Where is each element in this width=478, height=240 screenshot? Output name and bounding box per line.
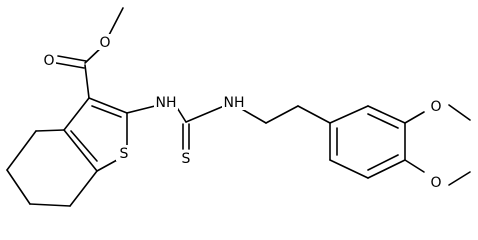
bond-c4-c5 — [6, 130, 37, 171]
atom-o-para: O — [430, 175, 441, 191]
bond-c7-c7a — [69, 170, 98, 207]
bond-c3-c2 — [88, 97, 128, 114]
bond-ar4-o — [404, 159, 425, 173]
bonds — [6, 7, 471, 207]
bond-ar-4-5-inner — [367, 154, 399, 171]
bond-ar-2-3-inner — [367, 113, 399, 129]
bond-ar-4-5 — [367, 159, 406, 179]
bond-c-thio-nh — [185, 105, 225, 123]
bond-o-methyl-meta — [448, 104, 471, 121]
bond-ar-1-2 — [329, 105, 369, 124]
bond-nh-ch2 — [239, 107, 267, 124]
atom-nh-left: NH — [156, 95, 177, 111]
bond-methyl-o — [107, 7, 124, 38]
bond-ch2-ring — [297, 105, 331, 124]
atom-s-thione: S — [182, 151, 191, 167]
bond-carbonyl-c3 — [84, 64, 90, 99]
bond-c2-nh — [126, 105, 156, 114]
atom-s-ring: S — [120, 146, 129, 162]
bond-c6-c7 — [29, 203, 71, 207]
bond-ar-2-3 — [367, 105, 406, 124]
bond-c5-c6 — [6, 169, 31, 205]
bond-carbonyl-double-b — [55, 62, 85, 69]
bond-carbonyl-double-a — [57, 55, 87, 62]
bond-c3a-c4 — [35, 129, 65, 132]
atom-o-meta: O — [430, 99, 441, 115]
atom-o-ether: O — [99, 35, 110, 51]
atom-o-carbonyl: O — [43, 53, 54, 69]
atom-nh-right: NH — [224, 95, 245, 111]
molecule-drawing: O O NH NH S S O O — [6, 7, 471, 207]
bond-o-methyl-para — [448, 171, 471, 186]
bond-ch2-ch2 — [265, 105, 299, 124]
bond-c3-c2-inner — [91, 105, 122, 118]
structure-canvas: O O NH NH S S O O — [6, 7, 471, 207]
bond-c3-c3a — [63, 97, 90, 131]
bond-s-c7a — [96, 159, 118, 172]
bond-c7a-c3a-inner — [70, 130, 98, 162]
bond-ar-5-6 — [329, 159, 369, 179]
atom-labels: O O NH NH S S O O — [40, 34, 444, 191]
bond-c7a-c3a — [63, 129, 98, 172]
bond-ar3-o — [404, 111, 425, 124]
